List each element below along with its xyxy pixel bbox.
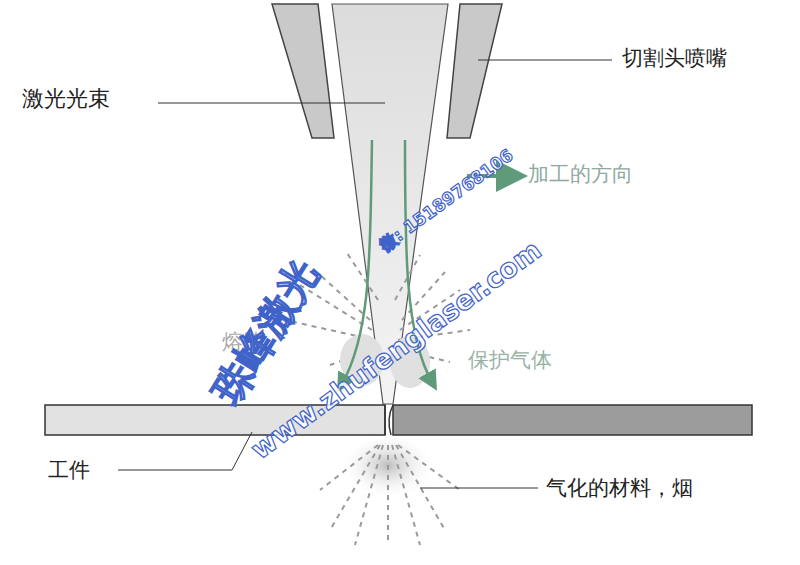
gas-label: 保护气体 [468,348,552,373]
kerf [385,405,393,435]
gas-flow [342,140,372,384]
watermark-name: 珠峰激光 [200,249,331,414]
nozzle-label: 切割头喷嘴 [622,46,727,71]
beam-label: 激光光束 [22,86,110,112]
smoke-dashes [320,445,460,545]
workpiece-label: 工件 [48,458,90,483]
nozzle-left [272,4,334,138]
nozzle-right [447,4,502,138]
leader-lines [118,60,612,488]
direction-label: 加工的方向 [528,162,633,187]
workpiece-right [393,405,752,435]
vapor-label: 气化的材料，烟 [546,476,693,501]
